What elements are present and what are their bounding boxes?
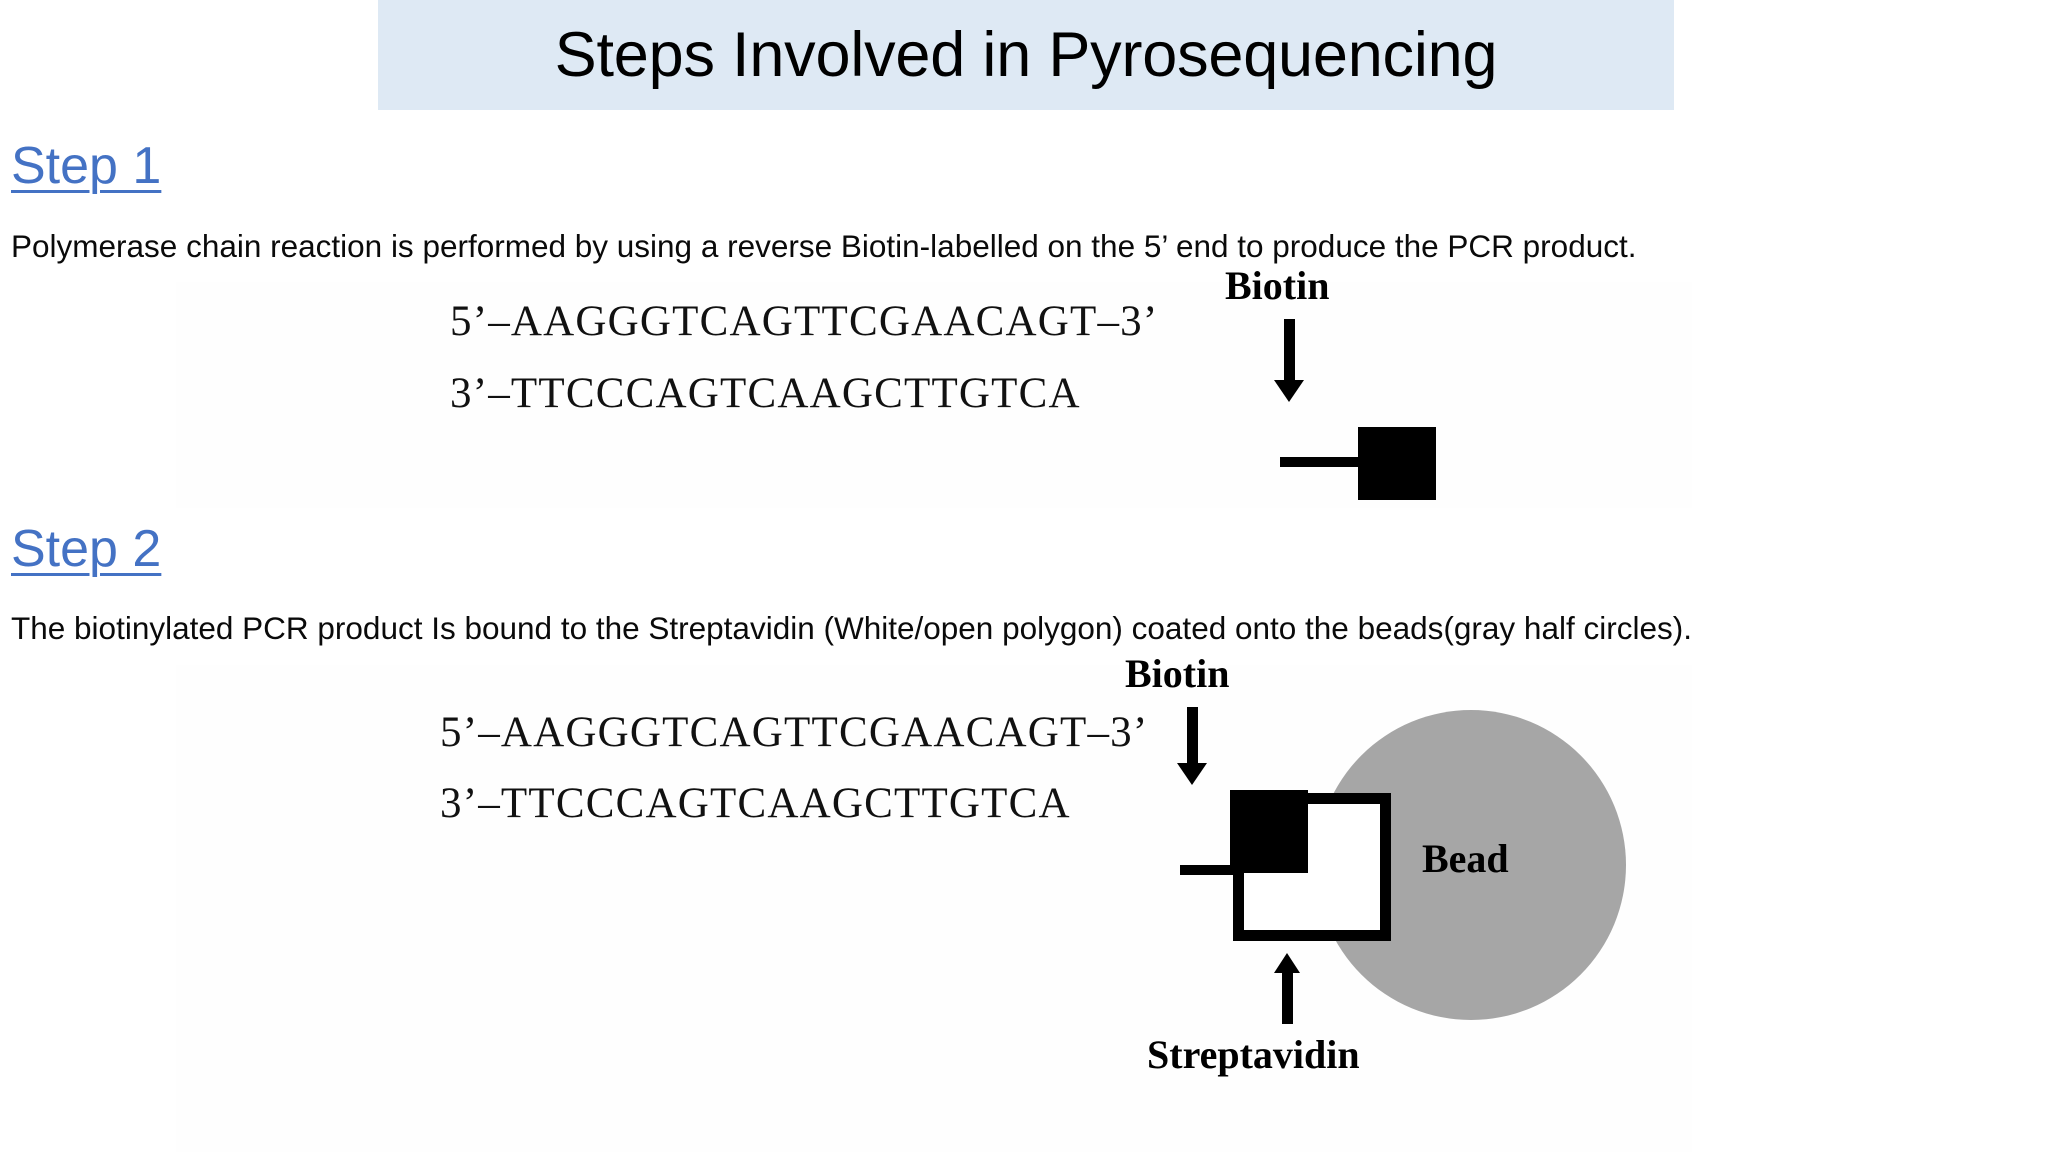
page-title: Steps Involved in Pyrosequencing xyxy=(554,20,1498,90)
dna-top-strand-figure-1: 5’–AAGGGTCAGTTCGAACAGT–3’ xyxy=(450,298,1159,345)
bead-label: Bead xyxy=(1422,836,1509,881)
biotin-arrow-head-figure-1 xyxy=(1274,380,1304,402)
streptavidin-arrow-shaft xyxy=(1282,972,1293,1024)
step-2-heading-link[interactable]: Step 2 xyxy=(11,520,162,578)
biotin-arrow-shaft-figure-1 xyxy=(1284,319,1295,387)
step-2-description: The biotinylated PCR product Is bound to… xyxy=(11,610,1692,646)
strand-connector-figure-1 xyxy=(1280,457,1370,467)
biotin-black-square-figure-1 xyxy=(1358,427,1436,500)
biotin-arrow-shaft-figure-2 xyxy=(1187,707,1198,769)
figure-step-1: Biotin 5’–AAGGGTCAGTTCGAACAGT–3’ 3’–TTCC… xyxy=(176,266,1692,508)
bead-linker-bar xyxy=(1388,849,1523,870)
biotin-label-figure-2: Biotin xyxy=(1125,651,1230,696)
strand-connector-figure-2 xyxy=(1180,865,1250,875)
dna-bottom-strand-figure-1: 3’–TTCCCAGTCAAGCTTGTCA xyxy=(450,370,1081,417)
title-band xyxy=(378,0,1674,110)
dna-top-strand-figure-2: 5’–AAGGGTCAGTTCGAACAGT–3’ xyxy=(440,709,1149,756)
step-1-heading-link[interactable]: Step 1 xyxy=(11,137,162,195)
biotin-label-figure-1: Biotin xyxy=(1225,263,1330,308)
streptavidin-label: Streptavidin xyxy=(1147,1032,1360,1077)
step-1-description: Polymerase chain reaction is performed b… xyxy=(11,228,1637,264)
figure-step-2: Bead Biotin 5’–AAGGGTCAGTTCGAACAGT–3’ 3’… xyxy=(176,654,1692,1152)
dna-bottom-strand-figure-2: 3’–TTCCCAGTCAAGCTTGTCA xyxy=(440,780,1071,827)
biotin-black-square-figure-2 xyxy=(1230,790,1308,873)
biotin-arrow-head-figure-2 xyxy=(1177,763,1207,785)
streptavidin-arrow-head xyxy=(1274,953,1300,973)
